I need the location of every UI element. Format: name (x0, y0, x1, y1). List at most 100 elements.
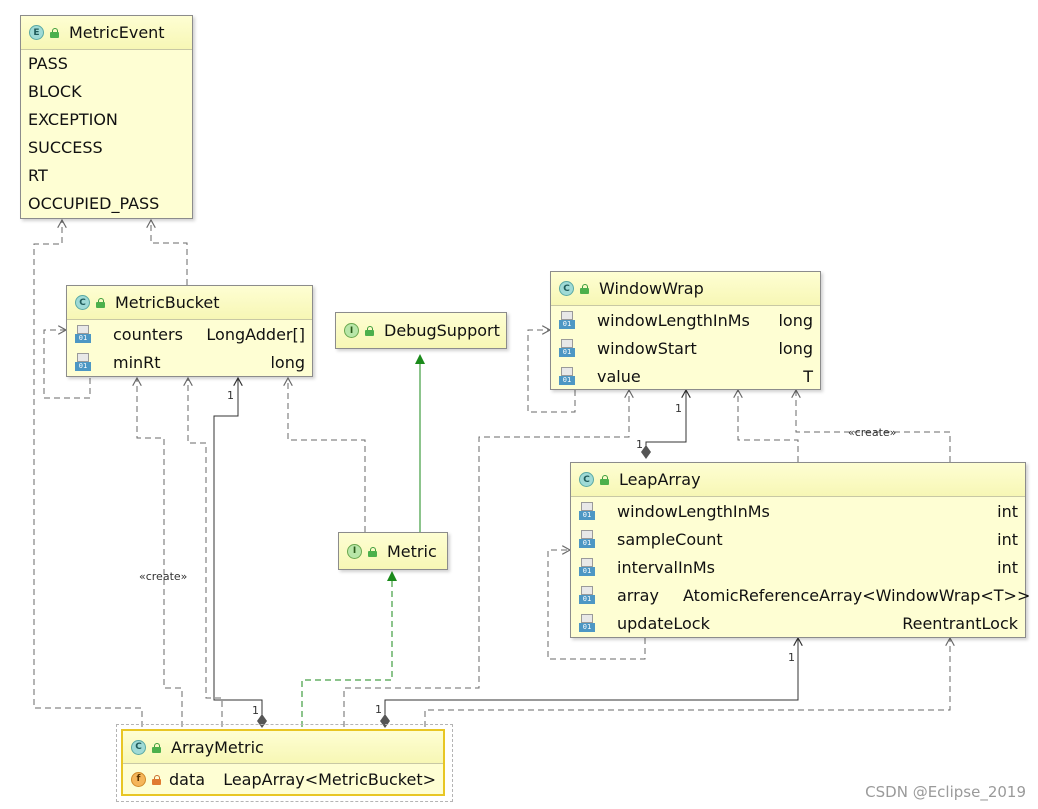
field-type: int (997, 529, 1018, 549)
enum-icon: E (29, 25, 44, 40)
node-header: C LeapArray (571, 463, 1025, 497)
node-array-metric[interactable]: C ArrayMetric f data LeapArray<MetricBuc… (121, 729, 445, 796)
field-type: int (997, 501, 1018, 521)
node-title: Metric (387, 541, 437, 561)
node-title: DebugSupport (384, 321, 500, 340)
enum-constant: PASS (28, 54, 68, 73)
edge-arraymetric-to-bucket-2 (188, 378, 223, 727)
edge-arraymetric-composes-leap (384, 638, 798, 718)
class-icon: C (131, 739, 146, 755)
field-row: 01 array AtomicReferenceArray<WindowWrap… (571, 581, 1030, 609)
edge-leap-to-wrap (738, 390, 799, 462)
field-type: T (803, 366, 813, 386)
field-icon: 01 (559, 311, 575, 329)
create-label-right: «create» (848, 426, 897, 439)
class-icon: C (75, 295, 90, 310)
field-name: minRt (113, 352, 161, 372)
field-name: counters (113, 324, 183, 344)
node-header: E MetricEvent (21, 16, 192, 50)
field-row: 01 intervalInMs int (571, 553, 1025, 581)
public-visibility-icon (152, 742, 161, 753)
field-name: array (617, 585, 659, 605)
edge-arraymetric-to-leap (424, 638, 950, 727)
field-name: value (597, 366, 641, 386)
field-icon: 01 (579, 502, 595, 520)
enum-constant: RT (28, 166, 48, 185)
node-header: C MetricBucket (67, 286, 312, 320)
field-type: long (778, 338, 813, 358)
field-icon: f (131, 771, 146, 787)
node-header: C WindowWrap (551, 272, 820, 306)
field-row: 01 sampleCount int (571, 525, 1025, 553)
field-icon: 01 (559, 367, 575, 385)
node-leap-array[interactable]: C LeapArray 01 windowLengthInMs int 01 s… (570, 462, 1030, 638)
node-title: MetricBucket (115, 293, 220, 312)
field-name: data (169, 769, 206, 789)
multiplicity-bucket-bottom: 1 (252, 704, 259, 717)
public-visibility-icon (50, 28, 59, 38)
field-row: 01 windowLengthInMs long (551, 306, 820, 334)
field-name: windowStart (597, 338, 697, 358)
class-icon: C (559, 281, 574, 296)
field-type: long (778, 310, 813, 330)
multiplicity-leap-top: 1 (788, 651, 795, 664)
public-visibility-icon (368, 546, 377, 557)
enum-constant: SUCCESS (28, 138, 103, 157)
node-title: LeapArray (619, 470, 701, 489)
field-name: sampleCount (617, 529, 723, 549)
field-icon: 01 (579, 558, 595, 576)
public-visibility-icon (580, 284, 589, 294)
node-metric[interactable]: I Metric (338, 532, 448, 570)
field-icon: 01 (75, 325, 91, 343)
node-metric-bucket[interactable]: C MetricBucket 01 counters LongAdder[] 0… (66, 285, 313, 377)
public-visibility-icon (96, 298, 105, 308)
interface-icon: I (344, 323, 359, 338)
field-type: long (270, 352, 305, 372)
field-type: ReentrantLock (902, 613, 1018, 633)
field-icon: 01 (579, 586, 595, 604)
field-row: 01 counters LongAdder[] (67, 320, 312, 348)
field-type: LeapArray<MetricBucket> (223, 769, 436, 789)
field-type: int (997, 557, 1018, 577)
field-icon: 01 (75, 353, 91, 371)
node-window-wrap[interactable]: C WindowWrap 01 windowLengthInMs long 01… (550, 271, 821, 390)
field-name: windowLengthInMs (617, 501, 770, 521)
public-visibility-icon (365, 326, 374, 336)
multiplicity-leap-bottom: 1 (375, 703, 382, 716)
enum-constant: OCCUPIED_PASS (28, 194, 160, 213)
interface-icon: I (347, 543, 362, 559)
field-row: 01 windowLengthInMs int (571, 497, 1025, 525)
field-row: 01 value T (551, 362, 820, 390)
node-header: C ArrayMetric (123, 731, 443, 764)
edge-bucket-to-event (151, 220, 188, 285)
diamond-arraymetric-leap (380, 714, 390, 728)
edge-arraymetric-create-bucket (137, 378, 183, 727)
field-icon: 01 (559, 339, 575, 357)
multiplicity-bucket-top: 1 (227, 389, 234, 402)
field-name: updateLock (617, 613, 710, 633)
multiplicity-wrap-bottom: 1 (636, 438, 643, 451)
field-name: intervalInMs (617, 557, 715, 577)
field-row: 01 updateLock ReentrantLock (571, 609, 1025, 637)
node-header: I Metric (339, 533, 447, 569)
node-title: MetricEvent (69, 23, 165, 42)
edge-leap-composes-wrap (645, 390, 686, 449)
public-visibility-icon (600, 475, 609, 485)
node-title: ArrayMetric (171, 737, 264, 757)
class-icon: C (579, 472, 594, 487)
field-name: windowLengthInMs (597, 310, 750, 330)
enum-constant: BLOCK (28, 82, 82, 101)
node-header: I DebugSupport (336, 313, 506, 348)
node-debug-support[interactable]: I DebugSupport (335, 312, 507, 349)
create-label-left: «create» (139, 570, 188, 583)
multiplicity-wrap-top: 1 (675, 402, 682, 415)
field-type: AtomicReferenceArray<WindowWrap<T>> (683, 585, 1031, 605)
field-row: f data LeapArray<MetricBucket> (123, 764, 443, 794)
enum-constant: EXCEPTION (28, 110, 118, 129)
field-icon: 01 (579, 614, 595, 632)
node-metric-event[interactable]: E MetricEvent PASS BLOCK EXCEPTION SUCCE… (20, 15, 193, 219)
field-row: 01 windowStart long (551, 334, 820, 362)
edge-metric-to-bucket (288, 378, 366, 532)
edge-arraymetric-composes-bucket (213, 378, 263, 718)
watermark: CSDN @Eclipse_2019 (865, 783, 1026, 801)
